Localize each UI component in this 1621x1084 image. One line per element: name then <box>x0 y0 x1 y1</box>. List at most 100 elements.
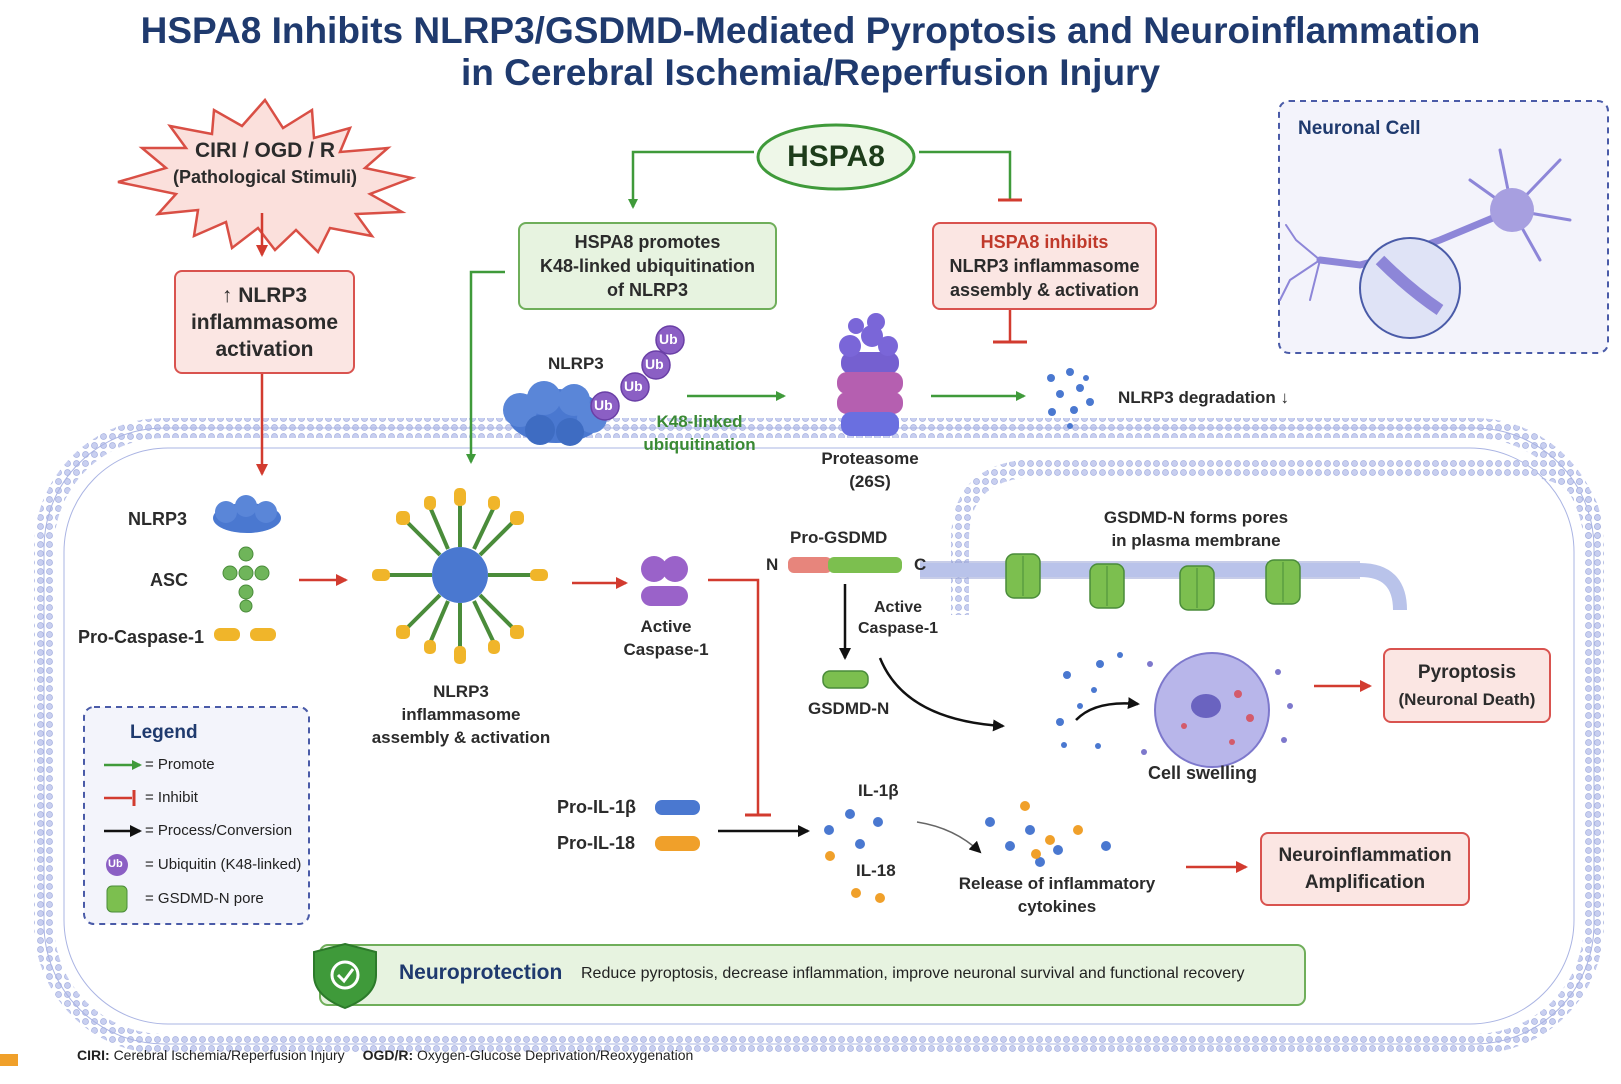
hspa8-promotes-line3: of NLRP3 <box>607 280 688 300</box>
cleavage-line1: Active <box>874 599 923 616</box>
stimuli-line2: (Pathological Stimuli) <box>172 167 357 187</box>
pro-gsdmd-label: Pro-GSDMD <box>790 528 888 547</box>
gsdmd-c-terminal: C <box>914 555 927 574</box>
release-line1: Release of inflammatory <box>958 874 1156 893</box>
active-caspase-line1: Active <box>640 617 692 636</box>
pro-il18-label: Pro-IL-18 <box>557 833 636 853</box>
cleavage-label: Active Caspase-1 <box>858 597 938 639</box>
neuroinflammation-box: Neuroinflammation Amplification <box>1260 832 1470 906</box>
neuroinflammation-line2: Amplification <box>1304 872 1426 893</box>
nlrp3-degradation-label: NLRP3 degradation ↓ <box>1118 388 1289 407</box>
proteasome-glyph <box>837 313 903 436</box>
footnote: CIRI: Cerebral Ischemia/Reperfusion Inju… <box>77 1047 693 1063</box>
footnote-ogd-key: OGD/R: <box>362 1047 414 1063</box>
hspa8-inhibits-line3: assembly & activation <box>949 280 1140 300</box>
ub-label-3: Ub <box>645 356 664 372</box>
active-caspase-glyph <box>641 556 688 606</box>
component-nlrp3-label: NLRP3 <box>128 509 188 529</box>
neuron-soma <box>1490 188 1534 232</box>
stimuli-burst <box>117 97 417 255</box>
degradation-fragments <box>1047 368 1094 429</box>
active-caspase-line2: Caspase-1 <box>623 640 709 659</box>
cleavage-line2: Caspase-1 <box>858 620 939 637</box>
k48-line2: ubiquitination <box>643 435 756 454</box>
release-line2: cytokines <box>1017 897 1097 916</box>
hspa8-inhibits-line2: NLRP3 inflammasome <box>949 256 1140 276</box>
footnote-ciri-key: CIRI: <box>77 1047 110 1063</box>
legend-inhibit: = Inhibit <box>145 789 198 806</box>
ub-label-2: Ub <box>624 378 643 394</box>
pores-line2: in plasma membrane <box>1111 531 1281 550</box>
asc-glyph <box>222 546 270 613</box>
gsdmd-pores <box>1005 553 1301 611</box>
pro-il1b-pill <box>655 800 700 815</box>
gsdmd-n-bar <box>822 670 869 689</box>
nlrp3-activation-line1: ↑ NLRP3 <box>221 283 308 307</box>
release-label: Release of inflammatory cytokines <box>942 872 1172 918</box>
legend-process: = Process/Conversion <box>145 822 293 839</box>
pyroptosis-line2: (Neuronal Death) <box>1398 689 1536 709</box>
ubiquitin-chain <box>590 325 685 421</box>
component-pro-caspase-label: Pro-Caspase-1 <box>78 627 205 647</box>
gsdmd-n-terminal: N <box>766 555 779 574</box>
inflammasome-glyph <box>372 488 548 664</box>
pyroptosis-box: Pyroptosis (Neuronal Death) <box>1383 648 1551 723</box>
nlrp3-activation-line3: activation <box>215 337 314 361</box>
stimuli-line1: CIRI / OGD / R <box>194 139 335 162</box>
proteasome-line2: (26S) <box>849 472 891 491</box>
released-particles <box>1056 652 1123 749</box>
pyroptosis-line1: Pyroptosis <box>1417 661 1517 683</box>
legend-title: Legend <box>130 722 198 743</box>
hspa8-promotes-line1: HSPA8 promotes <box>574 232 721 252</box>
neuroprotection-title: Neuroprotection <box>399 961 563 984</box>
neuroprotection-text: Reduce pyroptosis, decrease inflammation… <box>581 965 1245 982</box>
hspa8-inhibits-line1: HSPA8 inhibits <box>980 232 1109 252</box>
pro-caspase-glyph <box>214 628 276 641</box>
component-asc-label: ASC <box>150 570 189 590</box>
il1b-label: IL-1β <box>858 781 899 800</box>
gsdmd-n-label: GSDMD-N <box>808 699 890 718</box>
il-dots <box>824 809 885 903</box>
stimuli-label: CIRI / OGD / R (Pathological Stimuli) <box>160 138 370 190</box>
legend-pore: = GSDMD-N pore <box>145 890 264 907</box>
pro-gsdmd-bar <box>788 557 902 573</box>
ub-label-4: Ub <box>659 331 678 347</box>
legend-ub-text: Ub <box>108 858 123 870</box>
neuroinflammation-line1: Neuroinflammation <box>1278 845 1452 866</box>
proteasome-label: Proteasome (26S) <box>808 447 932 493</box>
k48-line1: K48-linked <box>656 412 743 431</box>
nlrp3-blob <box>213 495 281 533</box>
page-title-line2: in Cerebral Ischemia/Reperfusion Injury <box>460 52 1161 93</box>
hspa8-promotes-line2: K48-linked ubiquitination <box>540 256 755 276</box>
footnote-ogd-text: Oxygen-Glucose Deprivation/Reoxygenation <box>417 1047 694 1063</box>
cell-membrane <box>34 418 1604 1054</box>
pro-il1b-label: Pro-IL-1β <box>557 797 636 817</box>
legend-ubiquitin: = Ubiquitin (K48-linked) <box>145 856 302 873</box>
inflammasome-line3: assembly & activation <box>371 728 551 747</box>
inflammasome-line2: inflammasome <box>401 705 521 724</box>
il18-label: IL-18 <box>856 861 896 880</box>
ub-label-1: Ub <box>594 397 613 413</box>
shield-icon <box>313 942 377 1010</box>
inflammasome-line1: NLRP3 <box>433 682 489 701</box>
nlrp3-activation-line2: inflammasome <box>190 310 339 334</box>
swollen-cell <box>1141 652 1293 768</box>
pores-label: GSDMD-N forms pores in plasma membrane <box>1081 506 1311 552</box>
neuronal-cell-label: Neuronal Cell <box>1298 118 1421 139</box>
active-caspase-label: Active Caspase-1 <box>606 615 726 661</box>
pores-line1: GSDMD-N forms pores <box>1103 508 1289 527</box>
nlrp3-blob-ubiquitinated <box>503 381 607 446</box>
page-title-line1: HSPA8 Inhibits NLRP3/GSDMD-Mediated Pyro… <box>140 10 1481 51</box>
nlrp3-activation-box: ↑ NLRP3 inflammasome activation <box>174 270 355 374</box>
footnote-ciri-text: Cerebral Ischemia/Reperfusion Injury <box>113 1047 345 1063</box>
hspa8-promotes-box: HSPA8 promotes K48-linked ubiquitination… <box>518 222 777 310</box>
hspa8-oval <box>756 123 916 191</box>
cytokine-dots <box>985 801 1111 867</box>
hspa8-inhibits-box: HSPA8 inhibits NLRP3 inflammasome assemb… <box>932 222 1157 310</box>
nlrp3-ubi-label: NLRP3 <box>548 354 604 373</box>
k48-label: K48-linked ubiquitination <box>632 410 767 456</box>
hspa8-label: HSPA8 <box>787 140 885 173</box>
legend-promote: = Promote <box>145 756 215 773</box>
